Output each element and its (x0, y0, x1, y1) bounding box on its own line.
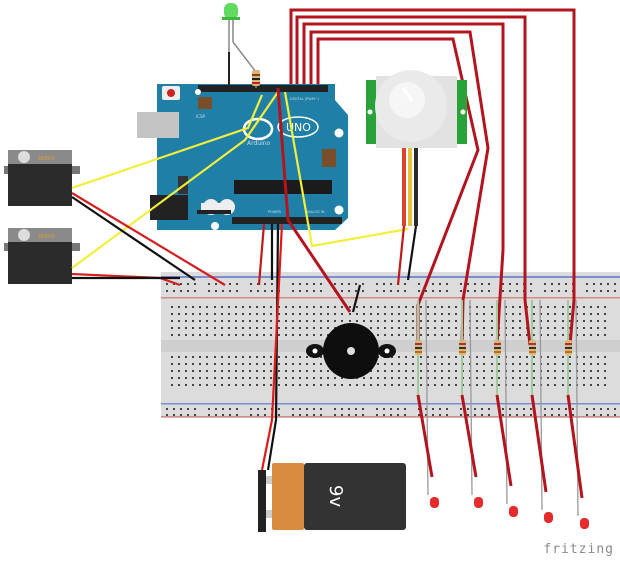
digital-header (198, 85, 328, 92)
battery: 9v (258, 463, 406, 532)
battery-label: 9v (325, 485, 346, 507)
red-led (509, 506, 518, 517)
servo-wires (71, 87, 418, 471)
icsp-header (322, 149, 336, 167)
wire-led-5 (289, 8, 576, 346)
wire-pir-signal (283, 91, 409, 248)
servo-2: SERVO (4, 228, 80, 284)
status-led (222, 3, 260, 88)
power-label: POWER (268, 210, 282, 214)
wire-servo1-signal (71, 94, 264, 190)
wire-battery-power (260, 223, 284, 471)
resistor (459, 299, 478, 496)
red-led (474, 497, 483, 508)
servo-label: SERVO (38, 156, 55, 162)
pir-sensor (366, 70, 467, 226)
servo-label: SERVO (38, 234, 55, 240)
wire-led-4 (295, 15, 532, 346)
fritzing-watermark: fritzing (543, 542, 614, 557)
red-led (580, 518, 589, 529)
wire-pir-power (396, 225, 406, 286)
wire-5v (257, 223, 266, 286)
red-led (544, 512, 553, 523)
digital-label: DIGITAL (PWM~) (290, 97, 320, 101)
resistor (529, 299, 548, 511)
red-led (430, 497, 439, 508)
red-leds (430, 497, 589, 529)
board-brand: Arduino (247, 140, 271, 147)
wire-buzzer-ground (351, 284, 362, 313)
icsp-label: ICSP (196, 114, 206, 119)
buzzer (306, 323, 396, 379)
servo-1: SERVO (4, 150, 80, 206)
usb-port (137, 112, 179, 138)
led-resistors (415, 299, 584, 517)
wire-buzzer-power (276, 87, 352, 313)
resistor (565, 299, 584, 517)
power-jack (150, 195, 188, 220)
wire-servo1-power (71, 192, 226, 286)
arduino-uno-board: UNO Arduino ICSP DIGITAL (PWM~) POWER AN… (137, 84, 348, 230)
wire-servo1-ground (71, 196, 196, 281)
wire-servo2-signal (71, 91, 279, 269)
wire-led-3 (302, 22, 505, 346)
wire-pir-ground (406, 225, 418, 281)
analog-label: ANALOG IN (305, 210, 325, 214)
resistor (494, 299, 513, 505)
resistor (415, 299, 434, 496)
microcontroller-chip (234, 180, 332, 194)
wire-battery-ground (266, 223, 280, 471)
